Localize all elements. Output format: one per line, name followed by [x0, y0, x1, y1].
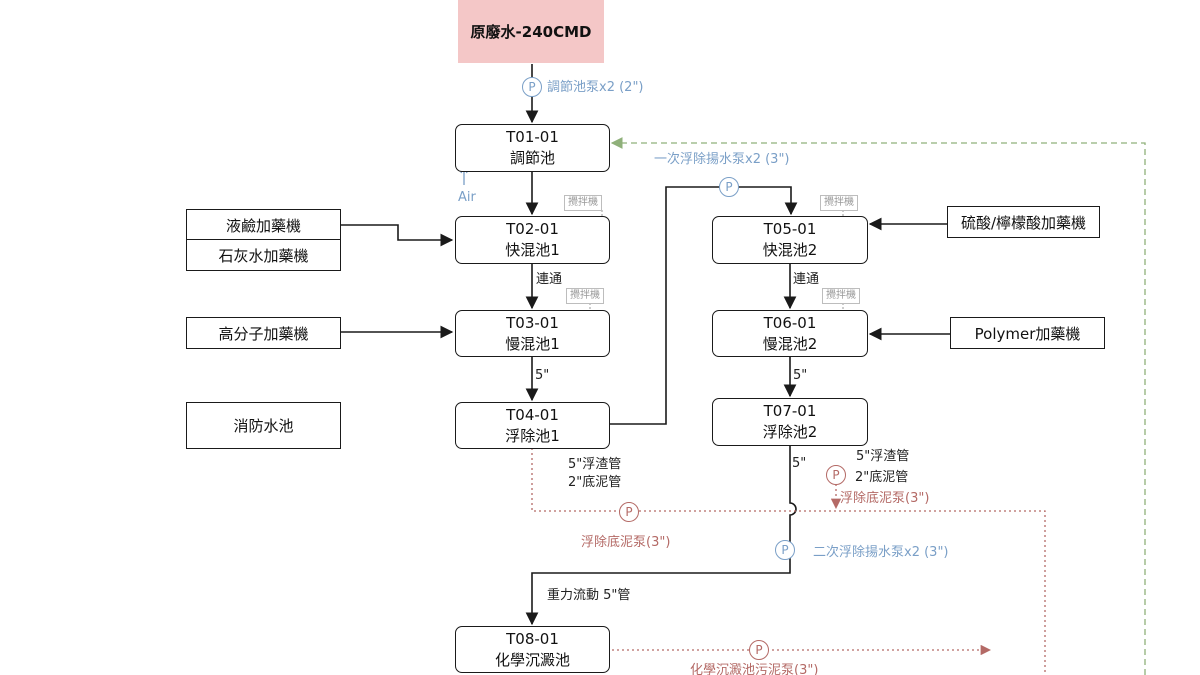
equipment-label: 消防水池: [233, 417, 294, 435]
connect-label-1: 連通: [536, 272, 563, 287]
tank-t07: T07-01 浮除池2: [712, 398, 868, 446]
tank-name: 快混池2: [762, 241, 818, 259]
raw-wastewater-source: 原廢水-240CMD: [458, 0, 604, 63]
flow-caustic-to-t02: [341, 224, 454, 247]
tank-id: T05-01: [763, 220, 817, 238]
tank-t08: T08-01 化學沉澱池: [455, 626, 610, 673]
equipment-label: 液鹼加藥機: [225, 216, 301, 235]
tank-id: T03-01: [506, 313, 559, 332]
return-line: [610, 137, 1146, 675]
mixer-tag-t02: 攪拌機: [564, 195, 602, 211]
chem-sludge-pump-label: 化學沉澱池污泥泵(3"): [690, 663, 819, 675]
polymer-dosing-unit-2: Polymer加藥機: [950, 317, 1105, 349]
tank-name: 浮除池2: [762, 423, 818, 441]
scum-pipe-label-2: 5"浮渣管: [856, 449, 910, 464]
chem-sludge-pump-icon: P: [749, 640, 769, 660]
tank-id: T04-01: [506, 405, 559, 424]
polymer-dosing-unit-1: 高分子加藥機: [186, 317, 341, 349]
mixer-tag-t03: 攪拌機: [566, 288, 604, 304]
tank-t01: T01-01 調節池: [455, 124, 610, 172]
pipe-size-label-2: 5": [793, 368, 808, 383]
equipment-label: 石灰水加藥機: [218, 246, 309, 265]
pipe-size-label-1: 5": [535, 368, 550, 383]
tank-name: 化學沉澱池: [494, 650, 570, 669]
tank-name: 慢混池2: [762, 334, 818, 353]
equipment-label: 硫酸/檸檬酸加藥機: [960, 213, 1087, 232]
flow-t04-to-t05: [610, 186, 798, 425]
connect-label-2: 連通: [793, 272, 820, 287]
mixer-tag-t06: 攪拌機: [822, 288, 860, 304]
equipment-label: 高分子加藥機: [218, 324, 309, 343]
eq-pump-label: 調節池泵x2 (2"): [547, 80, 644, 95]
air-label: Air: [458, 190, 476, 205]
acid-dosing-unit: 硫酸/檸檬酸加藥機: [947, 206, 1100, 238]
second-dissolve-pump-label: 二次浮除揚水泵x2 (3"): [813, 545, 949, 560]
tank-name: 調節池: [509, 149, 555, 167]
pipe-size-label-3: 5": [792, 456, 807, 471]
tank-name: 快混池1: [505, 241, 560, 259]
tank-t02: T02-01 快混池1: [455, 216, 610, 264]
fire-water-tank: 消防水池: [186, 402, 341, 449]
lime-dosing-unit: 石灰水加藥機: [186, 239, 341, 271]
tank-t04: T04-01 浮除池1: [455, 402, 610, 449]
sludge-pipe-label-2: 2"底泥管: [855, 470, 909, 485]
tank-t06: T06-01 慢混池2: [712, 310, 868, 357]
tank-t03: T03-01 慢混池1: [455, 310, 610, 357]
first-dissolve-pump-label: 一次浮除揚水泵x2 (3"): [654, 152, 790, 167]
equipment-label: Polymer加藥機: [974, 324, 1081, 343]
caustic-dosing-unit: 液鹼加藥機: [186, 209, 341, 241]
tank-id: T06-01: [763, 313, 817, 332]
tank-name: 慢混池1: [505, 334, 560, 353]
gravity-flow-label: 重力流動 5"管: [547, 588, 631, 603]
tank-t05: T05-01 快混池2: [712, 216, 868, 264]
tank-id: T07-01: [763, 402, 817, 420]
sludge-line-t04: [531, 448, 1046, 675]
tank-id: T08-01: [506, 629, 559, 648]
tank-id: T02-01: [506, 220, 559, 238]
mixer-tag-t05: 攪拌機: [820, 195, 858, 211]
tank-id: T01-01: [506, 128, 559, 146]
sludge-pump-label-2: 浮除底泥泵(3"): [840, 491, 930, 506]
sludge-pump-label-1: 浮除底泥泵(3"): [581, 535, 671, 550]
sludge-pipe-label-1: 2"底泥管: [568, 475, 622, 490]
eq-pump-icon: P: [522, 77, 542, 97]
sludge-pump-2-icon: P: [826, 465, 846, 485]
scum-pipe-label-1: 5"浮渣管: [568, 457, 622, 472]
first-dissolve-pump-icon: P: [719, 177, 739, 197]
second-dissolve-pump-icon: P: [775, 540, 795, 560]
source-label: 原廢水-240CMD: [470, 23, 592, 41]
tank-name: 浮除池1: [505, 426, 560, 445]
sludge-pump-1-icon: P: [619, 502, 639, 522]
